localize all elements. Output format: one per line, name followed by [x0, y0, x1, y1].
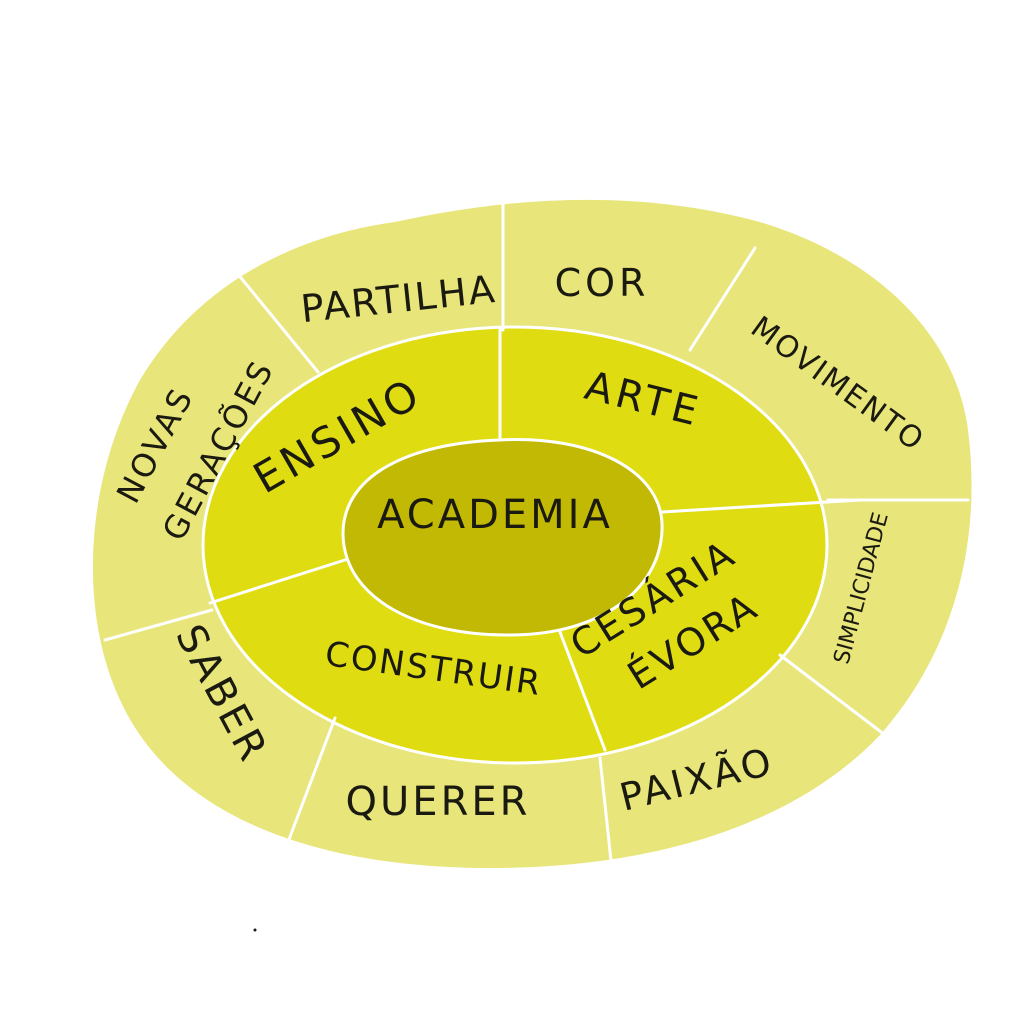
divider-cesaria-construir	[558, 630, 607, 752]
core-label: ACADEMIA	[377, 492, 613, 538]
label-cor: COR	[555, 261, 650, 305]
divider-querer-saber	[283, 716, 337, 852]
divider-arte-cesaria	[660, 498, 862, 514]
divider-novas-partilha	[226, 260, 320, 374]
divider-paixao-querer	[598, 756, 614, 872]
divider-simplicidade-paixao	[778, 653, 887, 737]
stray-dot	[253, 928, 257, 932]
divider-saber-novas	[103, 608, 214, 642]
core-circle	[342, 439, 663, 636]
divider-cor-movimento	[688, 246, 757, 352]
core-outline	[341, 438, 664, 637]
divider-construir-ensino	[208, 558, 347, 605]
middle-ring-outline	[201, 325, 829, 765]
label-querer: QUERER	[346, 779, 531, 825]
